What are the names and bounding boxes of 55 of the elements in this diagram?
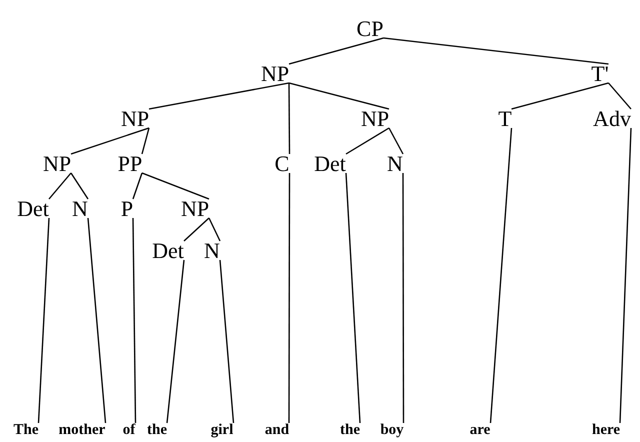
tree-branch xyxy=(132,218,136,423)
category-label: NP xyxy=(42,152,72,176)
sentence-word: here xyxy=(592,421,620,439)
category-label: NP xyxy=(180,197,210,221)
sentence-word: the xyxy=(147,421,167,439)
sentence-word: mother xyxy=(58,421,106,439)
category-label: Det xyxy=(314,152,346,176)
tree-branch xyxy=(184,218,210,242)
category-label: T xyxy=(498,107,512,131)
tree-branch xyxy=(383,37,609,65)
category-label: N xyxy=(72,197,88,221)
sentence-word: girl xyxy=(210,421,234,439)
category-label: Det xyxy=(17,197,49,221)
tree-branch xyxy=(141,128,150,154)
tree-branch xyxy=(142,172,210,200)
category-label: N xyxy=(387,152,403,176)
category-label: NP xyxy=(260,62,290,86)
tree-branch xyxy=(208,218,221,242)
tree-branch xyxy=(48,172,72,200)
tree-branch xyxy=(148,82,290,110)
category-label: Adv xyxy=(593,107,631,131)
tree-branch xyxy=(346,127,390,155)
tree-branch xyxy=(166,260,185,424)
tree-branch xyxy=(70,127,150,155)
tree-branch xyxy=(490,128,512,424)
category-label: T' xyxy=(591,62,609,86)
tree-branch xyxy=(288,82,390,110)
tree-branch xyxy=(345,172,361,424)
tree-branch xyxy=(608,82,632,110)
tree-branch xyxy=(619,128,632,424)
category-label: NP xyxy=(360,107,390,131)
tree-branch xyxy=(288,173,290,423)
sentence-word: the xyxy=(340,421,360,439)
tree-branch xyxy=(38,218,50,424)
sentence-word: The xyxy=(14,421,38,439)
sentence-word: boy xyxy=(380,421,404,439)
tree-branch xyxy=(511,82,609,110)
category-label: N xyxy=(204,239,220,263)
category-label: P xyxy=(120,197,134,221)
sentence-word: and xyxy=(264,421,290,439)
category-label: PP xyxy=(118,152,142,176)
sentence-word: of xyxy=(122,421,136,439)
tree-branch xyxy=(70,172,89,200)
category-label: NP xyxy=(120,107,150,131)
tree-branch xyxy=(132,172,143,200)
category-label: CP xyxy=(356,17,384,41)
category-label: C xyxy=(274,152,290,176)
tree-branch xyxy=(87,218,106,424)
tree-branch xyxy=(219,260,234,424)
sentence-word: are xyxy=(470,421,490,439)
tree-branch xyxy=(402,173,404,423)
category-label: Det xyxy=(152,239,184,263)
tree-branch xyxy=(288,83,290,154)
tree-branch xyxy=(388,128,404,154)
tree-branch xyxy=(288,37,384,65)
